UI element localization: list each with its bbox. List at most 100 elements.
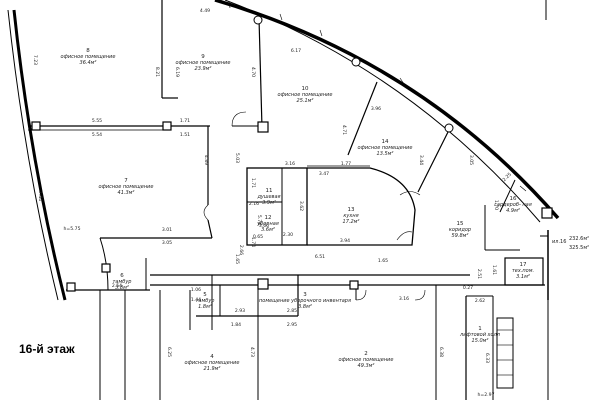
dimension-label: 6.17 [291,48,301,54]
room-name: офисное помещение [185,360,240,366]
room-number: 11 [266,188,273,194]
floor-title: 16-й этаж [19,342,75,356]
dimension-label: 4.70 [250,67,256,77]
room-name: лифтовой холл [459,332,501,338]
room-name: душевая [256,194,280,200]
dimension-label: 2.16 [249,201,259,207]
room-name: тамбур [196,298,215,304]
dimension-label: 1.44 [191,297,201,303]
room-area: 25.1м² [297,98,314,104]
dimension-label: 6.19 [174,67,180,77]
room-number: 6 [120,273,124,279]
dimension-label: 1.84 [231,322,241,328]
room-number: 17 [520,262,527,268]
dimension-label: 3.44 [418,155,424,165]
dimension-label: 5.55 [92,118,102,124]
dimension-label: 3.62 [298,201,304,211]
dimension-label: 4.71 [341,125,347,135]
dimension-label: 6.51 [315,254,325,260]
dimension-label: 5.74 [256,215,262,225]
dimension-label: 3.05 [162,240,172,246]
room-area: 3.6м² [261,227,275,233]
dimension-label: 1.77 [341,161,351,167]
dimension-label: 3.05 [468,155,474,165]
dimension-label: 7.44 [37,191,43,201]
room-number: 14 [382,139,389,145]
dimension-label: 3.66 [259,223,269,229]
dimension-label: 3.47 [319,171,329,177]
dimension-label: 1.74 [250,237,256,247]
room-name: тех.пом. [512,268,534,274]
dimension-label: 4.73 [249,347,255,357]
room-number: 8 [86,48,90,54]
dimension-label: 0.65 [253,234,263,240]
room-name: гардероб- ная [494,202,531,208]
room-number: 7 [124,178,128,184]
dimension-label: h=2.97 [478,392,495,398]
room-number: 15 [457,221,464,227]
dimension-label: 7.23 [32,55,38,65]
room-name: офисное помещение [278,92,333,98]
dimension-label: 1.06 [191,287,201,293]
dimension-label: 5.03 [234,153,240,163]
room-name: уборная [256,221,279,227]
dimension-label: 2.93 [235,308,245,314]
dimension-label: 1.71 [180,118,190,124]
dimension-label: 3.96 [371,106,381,112]
room-name: тамбур [113,279,132,285]
dimension-label: 3.94 [340,238,350,244]
room-number: 16 [510,196,517,202]
dimension-label: 3.01 [162,227,172,233]
dimension-label: 5.54 [92,132,102,138]
room-name: офисное помещение [358,145,413,151]
dimension-label: 2.30 [283,232,293,238]
room-number: 9 [201,54,205,60]
dimension-label: 3.16 [399,296,409,302]
dimension-label: 2.85 [287,308,297,314]
room-area: 41.3м² [118,190,135,196]
dimension-label: 2.25 [502,172,514,184]
dimension-label: 1.65 [378,258,388,264]
summary-area-1: 232.6м² [569,236,589,242]
room-area: 3.8м² [115,285,129,291]
room-area: 17.2м² [343,219,360,225]
room-area: 21.9м² [204,366,221,372]
summary-area-2: 325.5м² [569,245,589,251]
room-number: 5 [203,292,207,298]
room-name: офисное помещение [339,357,394,363]
dimension-label: 3.16 [285,161,295,167]
room-number: 12 [265,215,272,221]
room-area: 15.0м² [472,338,489,344]
room-number: 10 [302,86,309,92]
dimension-label: 2.51 [476,269,482,279]
room-name: кухня [343,213,358,219]
room-name: офисное помещение [99,184,154,190]
room-area: 23.9м² [195,66,212,72]
room-name: офисное помещение [61,54,116,60]
dimension-label: 1.71 [250,178,256,188]
dimension-label: 0.27 [463,285,473,291]
room-area: 4.9м² [506,208,520,214]
room-number: 13 [348,207,355,213]
dimension-label: 2.95 [287,322,297,328]
dimension-label: 2.66 [238,245,244,255]
dimension-label: 2.62 [475,298,485,304]
summary-prefix: ил.16 [552,239,566,245]
dimension-label: h=5.75 [64,226,81,232]
room-number: 2 [364,351,368,357]
room-number: 4 [210,354,214,360]
room-number: 1 [478,326,482,332]
dimension-label: 1.70 [493,200,499,210]
room-name: офисное помещение [176,60,231,66]
dimension-label: 6.33 [484,353,490,363]
dimension-label: 4.49 [200,8,210,14]
dimension-label: 4.89 [203,155,209,165]
dimension-label: 1.65 [234,254,240,264]
dimension-label: 6.25 [166,347,172,357]
room-area: 3.8м² [298,304,312,310]
dimension-label: 6.38 [438,347,444,357]
room-area: 13.5м² [377,151,394,157]
room-name: помещение уборочного инвентаря [259,298,351,304]
